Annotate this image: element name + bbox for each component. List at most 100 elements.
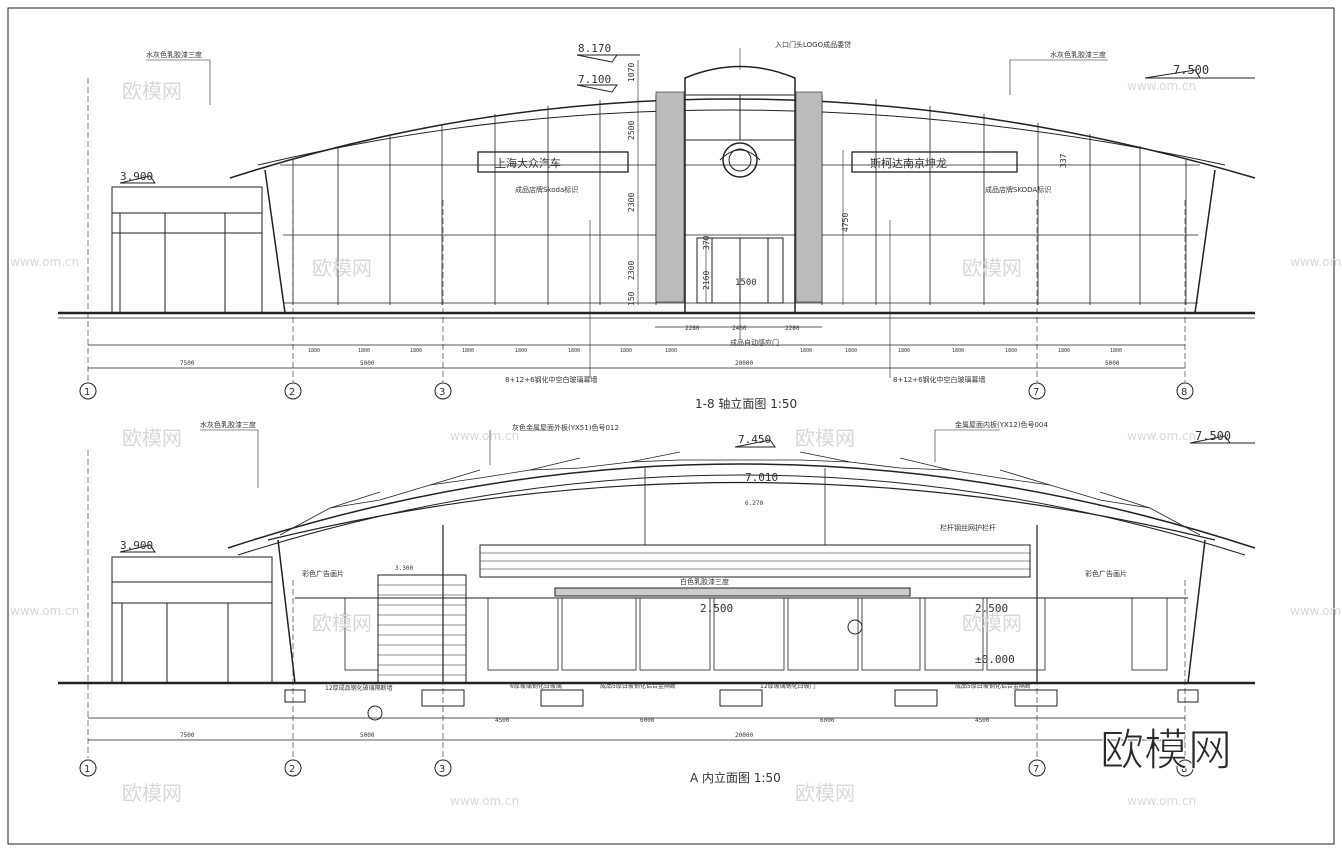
top-dim-rotated: 1070 2500 2300 2300 150 337 4750 370 216…	[627, 63, 1068, 306]
span-dim: 4500	[975, 717, 990, 724]
note-curtain-right: 8+12+6钢化中空白玻璃幕墙	[893, 375, 986, 384]
truss-bottom-chord	[267, 481, 1216, 541]
note-glass-partition: 12厚成品钢化玻璃隔断墙	[325, 684, 393, 692]
bay-dim: 1800	[800, 348, 812, 354]
bay-dim: 1800	[568, 348, 580, 354]
sign-board-right	[851, 151, 1018, 173]
dim-6270: 6.270	[745, 500, 763, 507]
dim-2160: 2160	[702, 271, 711, 290]
corner-watermark-logo: 欧模网	[1100, 725, 1232, 776]
elev-marker-7450	[734, 439, 776, 448]
watermark: 欧模网	[962, 256, 1022, 280]
note-paint-right: 水灰色乳胶漆三度	[1050, 50, 1106, 59]
bottom-labels: 7.450 7.010 7.500 3.900 2.500 2.500 ±0.0…	[84, 420, 1231, 785]
dim-door-mid: 2460	[732, 325, 747, 332]
dim-door-right: 2280	[785, 325, 800, 332]
note-paint-left: 水灰色乳胶漆三度	[146, 50, 202, 59]
note-glass-door: 12厚玻璃钢化白玻门	[760, 682, 816, 690]
dim-1070: 1070	[627, 63, 636, 82]
axis-bubbles-bottom	[79, 759, 1194, 777]
watermark-url: www.om.cn	[1290, 255, 1342, 269]
note-al-partition-b: 成品5厚白玻钢化铝合金隔断	[955, 682, 1031, 690]
watermark-url: www.om.cn	[450, 429, 519, 443]
roof-curve-outer	[229, 98, 1256, 179]
span-dim-2: 5000	[360, 360, 375, 367]
door-width-label: 1500	[735, 278, 757, 288]
watermark: 欧模网	[312, 256, 372, 280]
watermarks: 欧模网 欧模网 欧模网 欧模网 欧模网 欧模网 欧模网 欧模网 欧模网	[122, 79, 1022, 805]
note-ad-left: 彩色广告画片	[302, 569, 344, 578]
top-labels: 8.170 7.100 7.500 3.900 上海大众汽车 斯柯达南京坤龙 水…	[84, 40, 1209, 411]
stair-core	[377, 574, 467, 684]
span-dim: 4500	[495, 717, 510, 724]
column-right	[1187, 539, 1206, 684]
note-curtain-left: 8+12+6钢化中空白玻璃幕墙	[505, 375, 598, 384]
elev-label-2500-a: 2.500	[700, 602, 733, 615]
bay-dim: 1800	[898, 348, 910, 354]
note-roof-outer: 灰色金属屋面外板(YX51)色号012	[512, 423, 619, 432]
watermark-url: www.om.cn	[10, 255, 79, 269]
watermark: 欧模网	[962, 611, 1022, 635]
right-wall-slant	[1194, 169, 1216, 314]
note-al-partition-a: 成品5厚白玻钢化铝合金隔断	[600, 682, 676, 690]
axis-bubbles-top	[79, 382, 1194, 400]
span-dim-3: 20000	[735, 360, 753, 367]
bay-dim: 1800	[358, 348, 370, 354]
bay-dim: 1800	[1058, 348, 1070, 354]
note-entrance-logo: 入口门头LOGO成品委贷	[775, 40, 851, 49]
axis-lines-bottom	[87, 450, 1186, 758]
span-dim-1: 7500	[180, 360, 195, 367]
left-annex	[111, 556, 273, 684]
watermark-urls: www.om.cn www.om.cn www.om.cn www.om.cn …	[10, 79, 1342, 808]
dim-2500: 2500	[627, 121, 636, 140]
axis-8: 8	[1181, 764, 1187, 775]
axis-1: 1	[84, 387, 90, 398]
stone-pier-right	[795, 91, 823, 303]
span-dim: 20000	[735, 732, 753, 739]
elevation-1-8	[58, 48, 1256, 400]
note-leader	[146, 59, 211, 105]
dim-door-left: 2280	[685, 325, 700, 332]
mezzanine-slab	[554, 587, 911, 597]
watermark-url: www.om.cn	[1290, 604, 1342, 618]
elev-marker-3900	[119, 175, 156, 184]
bay-dim: 1800	[620, 348, 632, 354]
partition-panels	[344, 597, 1168, 671]
bay-dim: 1800	[308, 348, 320, 354]
elev-marker-8170	[576, 54, 618, 63]
span-dim-4: 5000	[1105, 360, 1120, 367]
watermark-url: www.om.cn	[10, 604, 79, 618]
elev-marker-7100	[576, 84, 618, 93]
axis-1: 1	[84, 764, 90, 775]
watermark-url: www.om.cn	[1127, 794, 1196, 808]
elev-label-2500-b: 2.500	[975, 602, 1008, 615]
span-dim: 5000	[360, 732, 375, 739]
dim-2300-a: 2300	[627, 193, 636, 212]
dim-2300-b: 2300	[627, 261, 636, 280]
elev-label-3900: 3.900	[120, 170, 153, 183]
note-sign-left: 成品店牌Skoda标识	[515, 185, 578, 194]
watermark-url: www.om.cn	[1127, 79, 1196, 93]
watermark: 欧模网	[312, 611, 372, 635]
note-leader	[934, 429, 1000, 462]
elev-label-8170: 8.170	[578, 42, 611, 55]
elev-label-7010: 7.010	[745, 471, 778, 484]
bay-dim: 1800	[462, 348, 474, 354]
elev-label-7500: 7.500	[1173, 63, 1209, 77]
column-left	[277, 539, 296, 684]
drawing-title-top: 1-8 轴立面图 1:50	[695, 396, 797, 411]
axis-3: 3	[439, 387, 445, 398]
note-white-paint: 白色乳胶漆三度	[680, 577, 729, 586]
elev-label-7500: 7.500	[1195, 429, 1231, 443]
footings	[284, 689, 1199, 707]
watermark: 欧模网	[122, 79, 182, 103]
note-glass-6mm: 6厚玻璃钢化白玻璃	[510, 682, 562, 690]
bay-dims-top: 1800 1800 1800 1800 1800 1800 1800 1800 …	[308, 348, 1122, 354]
roof-outer	[227, 463, 1256, 549]
axis-lines-top	[87, 78, 1186, 382]
bay-dim: 1800	[952, 348, 964, 354]
note-leader	[200, 429, 259, 488]
span-dim: 6000	[820, 717, 835, 724]
note-paint: 水灰色乳胶漆三度	[200, 420, 256, 429]
